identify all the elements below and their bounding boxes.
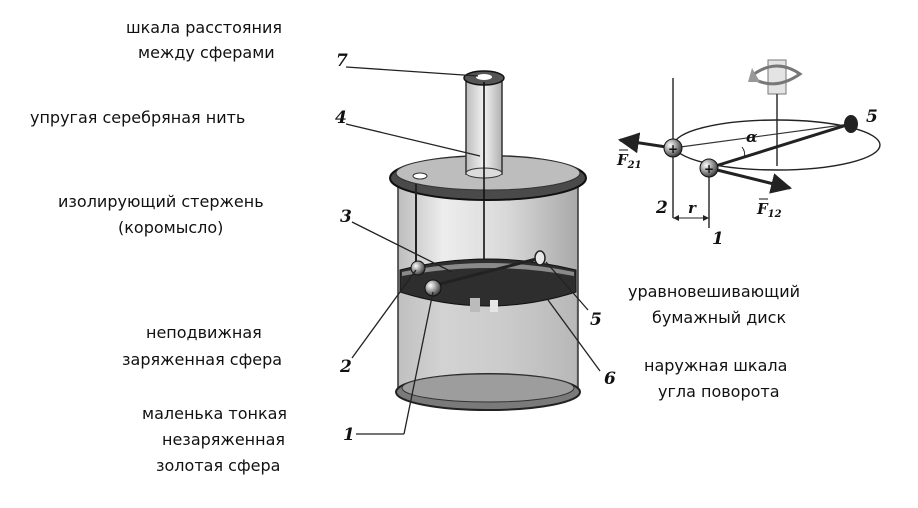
callout-3: 3 — [340, 207, 352, 227]
label-fixed-sphere-2: заряженная сфера — [122, 350, 282, 369]
scale-window — [470, 298, 480, 312]
label-balance-disk-1: уравновешивающий — [628, 282, 800, 301]
inset-f12: F12 — [756, 200, 782, 220]
callout-1: 1 — [343, 425, 355, 445]
inset-label-2: 2 — [655, 198, 668, 218]
glass-inner-shade — [400, 290, 576, 401]
inset-r: r — [688, 199, 697, 217]
force-inset: + + α r F21 F12 2 1 5 — [616, 59, 881, 249]
base-top — [401, 373, 575, 403]
apparatus — [389, 70, 587, 411]
inset-sphere-fixed — [663, 138, 683, 158]
label-fixed-sphere-1: неподвижная — [146, 323, 262, 342]
svg-text:+: + — [704, 162, 714, 176]
label-scale-distance-1: шкала расстояния — [126, 18, 282, 37]
insulating-rod — [431, 256, 541, 288]
label-rod-1: изолирующий стержень — [58, 192, 264, 211]
callout-6: 6 — [604, 369, 616, 389]
rotation-icon — [748, 59, 803, 95]
callout-numbers: 7 4 3 2 1 5 6 — [335, 51, 616, 445]
force-f12-arrow — [708, 166, 793, 194]
inset-rod — [708, 122, 851, 170]
label-gold-sphere-1: маленька тонкая — [142, 404, 287, 423]
label-outer-scale-2: угла поворота — [658, 382, 780, 401]
scale-window-2 — [490, 300, 498, 312]
inset-sphere-moving — [699, 158, 719, 178]
label-outer-scale-1: наружная шкала — [644, 356, 787, 375]
label-thread: упругая серебряная нить — [30, 108, 245, 127]
callout-7: 7 — [336, 51, 348, 71]
lid-hole — [412, 172, 428, 180]
outer-scale-band — [399, 258, 577, 307]
label-scale-distance-2: между сферами — [138, 43, 275, 62]
label-gold-sphere-2: незаряженная — [162, 430, 285, 449]
svg-text:+: + — [668, 142, 678, 156]
outer-scale-band-highlight — [402, 263, 574, 276]
text-labels: шкала расстояния между сферами упругая с… — [30, 18, 800, 475]
leader-lines — [345, 66, 601, 435]
label-gold-sphere-3: золотая сфера — [156, 456, 280, 475]
label-balance-disk-2: бумажный диск — [652, 308, 786, 327]
inset-label-5: 5 — [866, 107, 878, 127]
gold-sphere — [424, 279, 442, 297]
callout-5: 5 — [590, 310, 602, 330]
callout-2: 2 — [339, 357, 352, 377]
inset-label-1: 1 — [712, 229, 724, 249]
inset-f21: F21 — [616, 151, 642, 171]
callout-4: 4 — [335, 108, 347, 128]
inset-balance-disk — [844, 115, 858, 133]
inset-alpha: α — [746, 128, 758, 146]
balance-disk — [534, 250, 546, 266]
label-rod-2: (коромысло) — [118, 218, 223, 237]
tube-top-center — [476, 74, 492, 80]
